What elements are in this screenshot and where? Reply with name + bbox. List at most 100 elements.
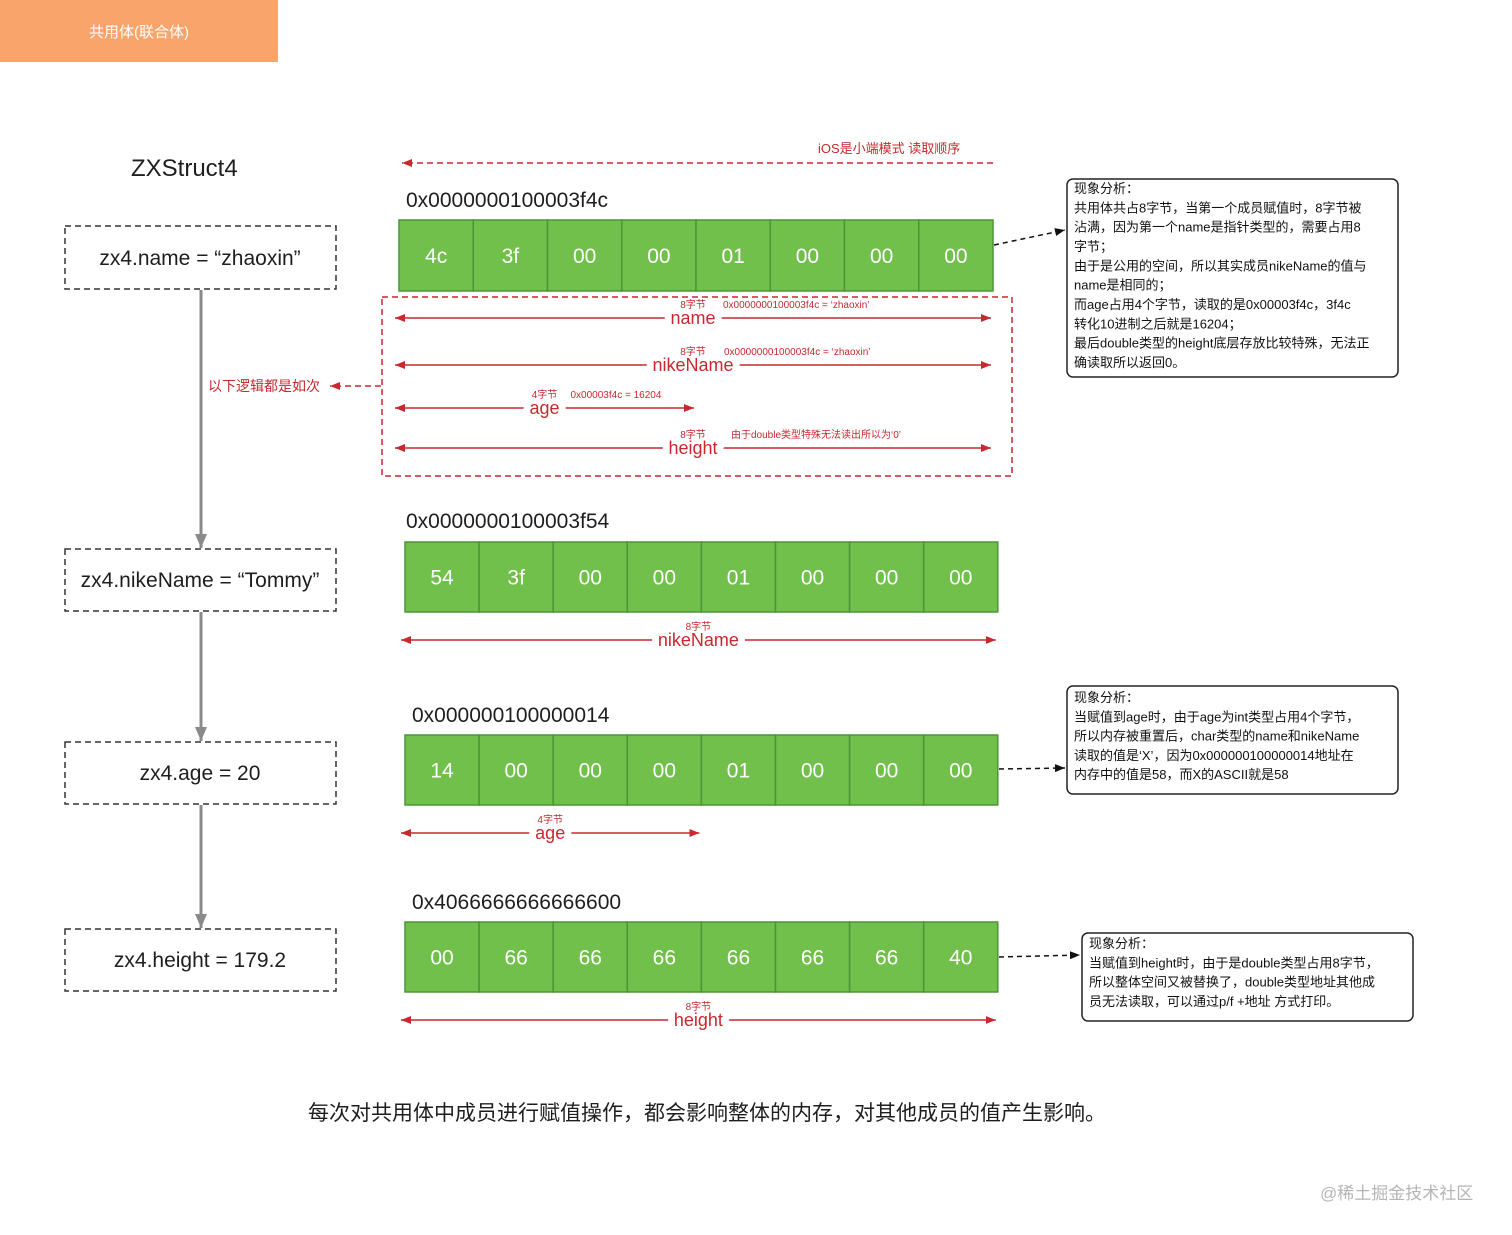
memory-byte: 00 (875, 760, 898, 783)
memory-cell (848, 541, 925, 613)
span-size-label: 8字节 (686, 620, 712, 633)
span-value-note: 0x00003f4c = 16204 (571, 390, 662, 401)
memory-cell (843, 219, 920, 292)
analysis-note-line: 共用体共占8字节，当第一个成员赋值时，8字节被 (1074, 200, 1361, 215)
memory-byte: 4c (425, 245, 447, 268)
assignment-list: zx4.name = “zhaoxin” zx4.nikeName = “Tom… (64, 225, 337, 992)
span-member-label: age (535, 823, 565, 843)
memory-cell (552, 734, 629, 806)
analysis-note-line: 确读取所以返回0。 (1074, 355, 1185, 370)
note-connector-arrow (998, 764, 1066, 773)
memory-byte: 00 (949, 567, 972, 590)
memory-byte: 00 (647, 245, 670, 268)
memory-byte: 3f (502, 245, 520, 268)
assignment-label: zx4.nikeName = “Tommy” (81, 569, 320, 592)
struct-name: ZXStruct4 (131, 155, 238, 182)
memory-cell (695, 219, 771, 292)
memory-byte: 00 (949, 760, 972, 783)
memory-byte: 54 (430, 567, 454, 590)
memory-cell (700, 541, 777, 613)
span-member-label: age (529, 398, 559, 418)
memory-cell (626, 921, 703, 993)
memory-byte: 01 (727, 567, 750, 590)
memory-byte: 14 (430, 760, 454, 783)
assignment-height: zx4.height = 179.2 (64, 928, 337, 992)
analysis-note: 现象分析： 当赋值到height时，由于是double类型占用8字节， 所以整体空间… (1081, 932, 1414, 1022)
memory-address: 0x0000000100003f4c (406, 189, 608, 212)
assignment-label: zx4.age = 20 (140, 762, 261, 785)
memory-byte: 00 (875, 567, 898, 590)
memory-cell (922, 541, 999, 613)
span-size-label: 8字节 (680, 345, 706, 358)
memory-cell (922, 921, 999, 993)
memory-cell (478, 734, 554, 806)
memory-byte: 66 (875, 947, 898, 970)
span-value-note: 0x0000000100003f4c = ‘zhaoxin’ (724, 347, 871, 358)
memory-byte: 66 (653, 947, 676, 970)
memory-byte: 00 (579, 760, 602, 783)
analysis-note-line: 字节； (1074, 239, 1113, 255)
analysis-note-title: 现象分析： (1089, 936, 1154, 951)
memory-cell (478, 921, 554, 993)
memory-cell (774, 921, 851, 993)
conclusion-text: 每次对共用体中成员进行赋值操作，都会影响整体的内存，对其他成员的值产生影响。 (308, 1102, 1106, 1125)
assignment-label: zx4.height = 179.2 (114, 949, 286, 972)
analysis-note-line: 当赋值到age时，由于age为int类型占用4个字节， (1074, 709, 1359, 724)
span-size-label: 8字节 (680, 428, 706, 441)
assignment-age: zx4.age = 20 (64, 741, 337, 805)
assignment-box (64, 928, 337, 992)
memory-cell (700, 734, 777, 806)
analysis-note-line: 由于是公用的空间，所以其实成员nikeName的值与 (1074, 258, 1367, 273)
span-member-label: height (668, 438, 717, 458)
memory-cell (472, 219, 549, 292)
flow-note: 以下逻辑都是如次 (208, 378, 381, 394)
memory-cell (626, 541, 703, 613)
memory-byte: 3f (507, 567, 525, 590)
span-value-note: 0x0000000100003f4c = ‘zhaoxin’ (723, 300, 870, 311)
memory-cell (404, 541, 480, 613)
memory-cell (922, 734, 999, 806)
span-size-label: 4字节 (532, 388, 558, 401)
span-member-label: name (670, 308, 715, 328)
span-size-label: 8字节 (680, 298, 706, 311)
memory-byte: 40 (949, 947, 972, 970)
analysis-note-line: 内存中的值是58，而X的ASCII就是58 (1074, 767, 1289, 782)
analysis-note-title: 现象分析： (1074, 690, 1139, 705)
header-title: 共用体(联合体) (89, 24, 189, 41)
analysis-note-box (1066, 178, 1399, 378)
memory-cell (621, 219, 697, 292)
span-value-note: 由于double类型特殊无法读出所以为‘0’ (731, 428, 901, 441)
analysis-note-box (1066, 685, 1399, 795)
assignment-box (64, 741, 337, 805)
memory-byte: 00 (430, 947, 453, 970)
analysis-note-line: 所以整体空间又被替换了，double类型地址其他成 (1089, 975, 1375, 990)
header-background (0, 0, 278, 62)
analysis-note-line: 读取的值是‘X’，因为0x000000100000014地址在 (1074, 748, 1354, 763)
member-span-frame (381, 296, 1013, 477)
memory-byte: 66 (504, 947, 527, 970)
analysis-note-line: 最后double类型的height底层存放比较特殊，无法正 (1074, 336, 1369, 351)
memory-address: 0x0000000100003f54 (406, 510, 610, 533)
memory-byte: 00 (801, 760, 824, 783)
span-size-label: 4字节 (537, 813, 563, 826)
analysis-note-line: 当赋值到height时，由于是double类型占用8字节， (1089, 955, 1379, 970)
endian-note-label: iOS是小端模式 读取顺序 (818, 141, 960, 156)
memory-byte: 00 (801, 567, 824, 590)
watermark: @稀土掘金技术社区 (1320, 1184, 1473, 1203)
memory-cell (404, 734, 480, 806)
memory-byte: 00 (944, 245, 967, 268)
analysis-note: 现象分析：共用体共占8字节，当第一个成员赋值时，8字节被沾满，因为第一个name… (1066, 178, 1399, 378)
assignment-label: zx4.name = “zhaoxin” (99, 247, 300, 270)
header-tab: 共用体(联合体) (0, 0, 278, 62)
memory-byte: 66 (579, 947, 602, 970)
memory-byte: 01 (721, 245, 744, 268)
memory-cell (848, 921, 925, 993)
memory-byte: 00 (653, 567, 676, 590)
analysis-note-line: 所以内存被重置后，char类型的name和nikeName (1074, 729, 1359, 744)
memory-byte: 01 (727, 760, 750, 783)
analysis-notes: 现象分析：共用体共占8字节，当第一个成员赋值时，8字节被沾满，因为第一个name… (1066, 178, 1414, 1022)
span-member-label: nikeName (652, 355, 733, 375)
